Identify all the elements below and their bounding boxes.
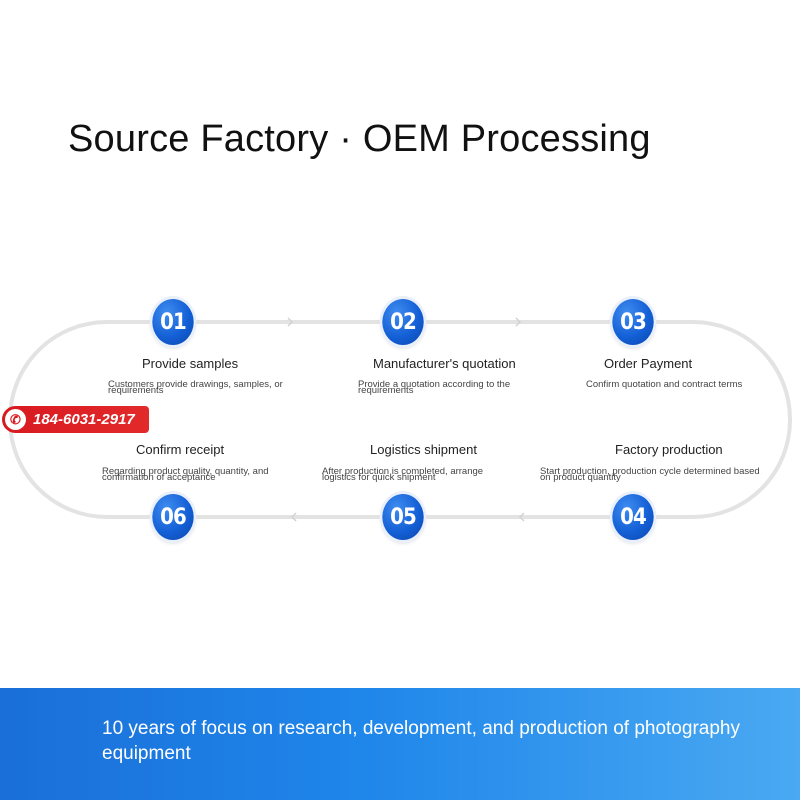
phone-icon: ✆ <box>5 409 26 430</box>
step-6-desc-line: Regarding product quality, quantity, and <box>102 466 269 477</box>
footer-banner <box>0 688 800 800</box>
step-3-badge: 03 <box>612 299 654 345</box>
step-6-badge: 06 <box>152 494 194 540</box>
footer-tagline: 10 years of focus on research, developme… <box>102 718 740 764</box>
step-3-title: Order Payment <box>604 356 693 371</box>
step-5-title: Logistics shipment <box>370 442 477 457</box>
arrow-left-icon <box>518 512 525 522</box>
step-2-badge: 02 <box>382 299 424 345</box>
step-1-desc-overlap: requirements <box>108 384 164 396</box>
arrow-right-icon <box>287 317 294 327</box>
step-1-title: Provide samples <box>142 356 239 371</box>
step-5-desc-line: After production is completed, arrange <box>322 466 484 477</box>
step-5-badge: 05 <box>382 494 424 540</box>
step-1-badge: 01 <box>152 299 194 345</box>
step-4-desc-overlap: on product quantity <box>540 471 621 483</box>
step-5-desc-overlap: logistics for quick shipment <box>322 471 436 483</box>
step-2-desc-overlap: requirements <box>358 384 414 396</box>
arrow-right-icon <box>515 317 522 327</box>
page-title: Source Factory · OEM Processing <box>68 118 651 160</box>
step-2-title: Manufacturer's quotation <box>373 356 516 371</box>
step-1-desc-line: Customers provide drawings, samples, or <box>108 379 283 390</box>
step-6-description: Regarding product quality, quantity, and… <box>102 467 269 482</box>
step-2-desc-line: Provide a quotation according to the <box>358 379 511 390</box>
step-4-badge: 04 <box>612 494 654 540</box>
step-6-desc-overlap: confirmation of acceptance <box>102 471 216 483</box>
phone-contact-tag[interactable]: ✆ 184-6031-2917 <box>2 406 149 433</box>
phone-number: 184-6031-2917 <box>33 411 135 428</box>
arrow-left-icon <box>290 512 297 522</box>
step-4-title: Factory production <box>615 442 723 457</box>
step-4-description: Start production, production cycle deter… <box>540 467 760 482</box>
step-2-description: Provide a quotation according to the req… <box>358 380 510 395</box>
step-1-description: Customers provide drawings, samples, or … <box>108 380 283 395</box>
step-6-title: Confirm receipt <box>136 442 225 457</box>
step-4-desc-line: Start production, production cycle deter… <box>540 466 760 477</box>
step-3-desc-line: Confirm quotation and contract terms <box>586 379 743 390</box>
step-5-description: After production is completed, arrange l… <box>322 467 483 482</box>
step-3-description: Confirm quotation and contract terms <box>586 380 742 390</box>
